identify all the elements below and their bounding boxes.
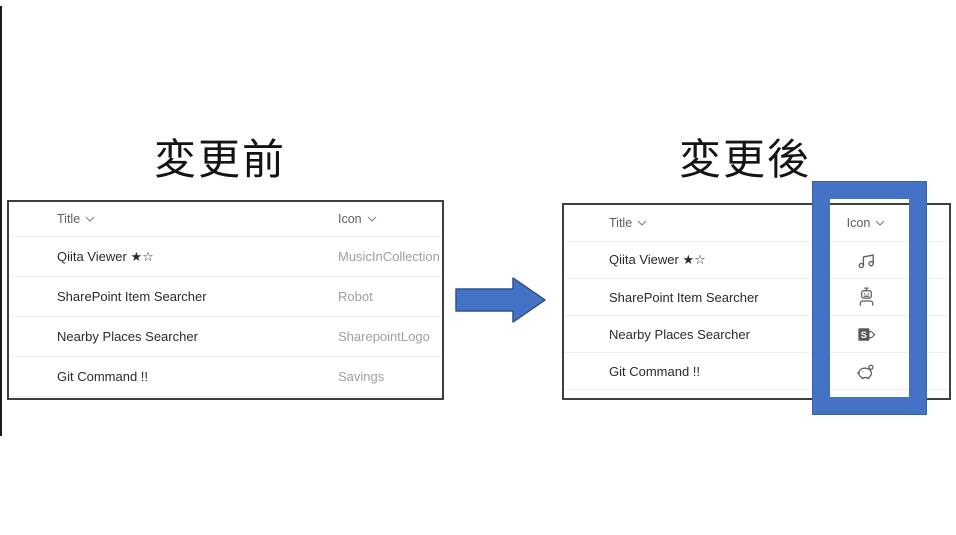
list-item[interactable]: Nearby Places Searcher S [564,315,949,352]
chevron-down-icon [367,216,377,222]
list-item[interactable]: Git Command !! [564,352,949,389]
item-title: Nearby Places Searcher [57,329,198,344]
before-list-view: Title Icon Qiita Viewer ★☆ MusicInCollec… [7,200,444,400]
chevron-down-icon [637,220,647,226]
title-column-label: Title [609,216,633,230]
icon-column-header[interactable]: Icon [847,216,886,230]
list-item[interactable]: Qiita Viewer ★☆ MusicInCollection [9,236,442,276]
after-heading: 変更後 [678,136,811,183]
list-item[interactable]: Qiita Viewer ★☆ [564,241,949,278]
chevron-down-icon [875,220,885,226]
before-list-header: Title Icon [9,202,442,236]
icon-column-label: Icon [846,216,871,230]
sharepoint-logo-icon: S [857,327,875,341]
icon-column-label: Icon [338,212,362,226]
transition-arrow [455,276,547,324]
item-title: SharePoint Item Searcher [57,289,207,304]
icon-column-header[interactable]: Icon [338,212,377,226]
item-title: Qiita Viewer ★☆ [609,252,706,267]
robot-icon [859,286,873,306]
music-in-collection-icon [858,253,874,268]
before-heading: 変更前 [153,136,286,183]
icon-column-highlight [812,181,927,415]
item-icon-value: Savings [338,369,385,384]
chevron-down-icon [85,216,95,222]
right-arrow-icon [455,277,546,323]
item-title: Git Command !! [57,369,149,384]
item-title: SharePoint Item Searcher [609,289,759,305]
item-title: Nearby Places Searcher [609,326,750,342]
item-icon-value: MusicInCollection [338,249,440,264]
list-tail-divider [9,396,442,398]
item-title: Qiita Viewer ★☆ [57,248,154,264]
svg-text:S: S [860,329,866,339]
item-title: Git Command !! [609,363,701,379]
list-tail-divider [564,389,949,398]
list-item[interactable]: Git Command !! Savings [9,356,442,396]
title-column-label: Title [57,212,81,226]
title-column-header[interactable]: Title [609,216,647,230]
after-list-view: Title Icon Qiita Viewer ★☆ [562,203,951,400]
piggy-bank-icon [856,364,874,379]
item-icon-value: Robot [338,289,373,304]
after-list-header: Title Icon [564,205,949,241]
title-column-header[interactable]: Title [57,212,95,226]
item-icon-value: SharepointLogo [338,329,430,344]
left-edge-line [0,6,2,436]
list-item[interactable]: SharePoint Item Searcher Robot [9,276,442,316]
list-item[interactable]: Nearby Places Searcher SharepointLogo [9,316,442,356]
list-item[interactable]: SharePoint Item Searcher [564,278,949,315]
